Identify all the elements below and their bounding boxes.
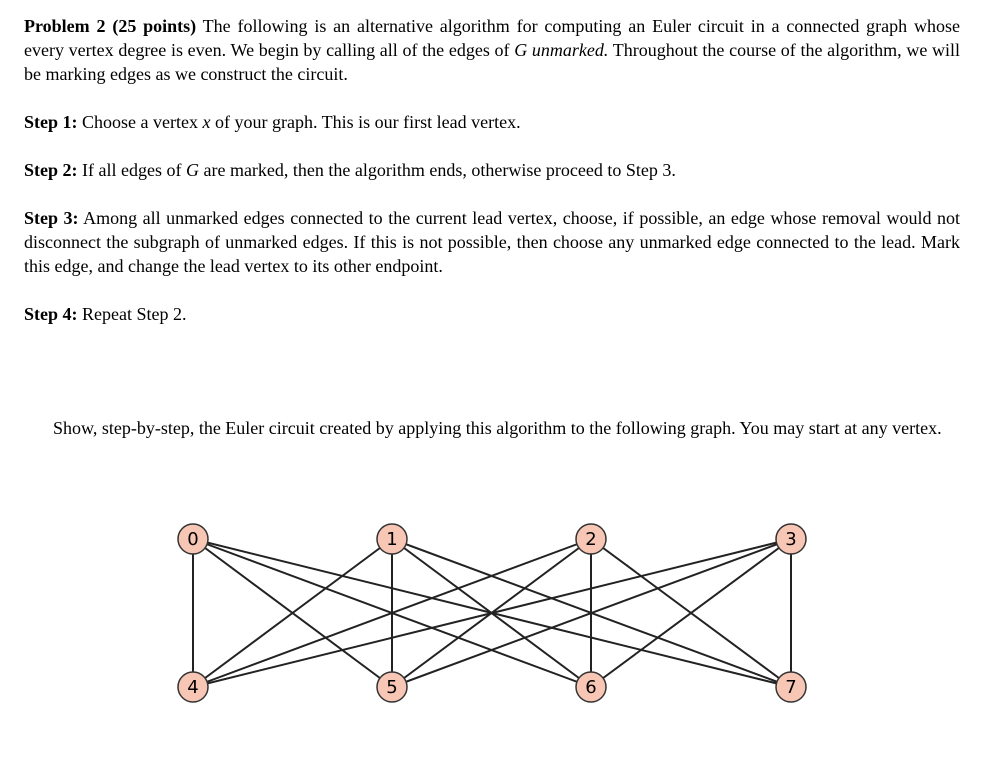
vertex-6: 6: [575, 671, 607, 703]
edge-2-4: [192, 538, 592, 688]
vertex-circle: [376, 523, 408, 555]
edge-3-5: [391, 538, 792, 688]
step-2-text-b: are marked, then the algorithm ends, oth…: [198, 160, 676, 180]
vertex-label: 2: [585, 529, 596, 550]
vertex-circle: [177, 523, 209, 555]
step-2-text-a: If all edges of: [77, 160, 186, 180]
vertex-2: 2: [575, 523, 607, 555]
step-2-var: G: [185, 160, 199, 180]
problem-heading: Problem 2 (25 points): [24, 16, 197, 36]
vertex-label: 1: [386, 529, 397, 550]
vertex-label: 4: [187, 677, 198, 698]
intro-var-g: G: [514, 40, 528, 60]
vertex-circle: [575, 523, 607, 555]
step-4-label: Step 4:: [24, 304, 78, 324]
problem-intro: Problem 2 (25 points) The following is a…: [24, 14, 960, 86]
task-prompt: Show, step-by-step, the Euler circuit cr…: [53, 418, 942, 438]
edge-3-6: [590, 538, 792, 688]
graph-vertices: 0 1 2 3 4 5 6 7: [177, 523, 807, 703]
intro-unmarked: unmarked.: [531, 40, 609, 60]
step-1-text-a: Choose a vertex: [77, 112, 203, 132]
graph-edges: [192, 538, 792, 688]
vertex-label: 5: [386, 677, 397, 698]
vertex-circle: [575, 671, 607, 703]
step-3: Step 3: Among all unmarked edges connect…: [24, 206, 960, 278]
vertex-circle: [177, 671, 209, 703]
step-4: Step 4: Repeat Step 2.: [24, 302, 960, 326]
vertex-label: 6: [585, 677, 596, 698]
vertex-circle: [775, 523, 807, 555]
vertex-circle: [775, 671, 807, 703]
vertex-1: 1: [376, 523, 408, 555]
step-4-text-a: Repeat Step 2.: [77, 304, 187, 324]
step-1-var: x: [202, 112, 211, 132]
edge-3-4: [192, 538, 792, 688]
edge-1-4: [192, 538, 393, 688]
step-1: Step 1: Choose a vertex x of your graph.…: [24, 110, 960, 134]
vertex-4: 4: [177, 671, 209, 703]
intro-text-1: The following is an alternative algorith…: [24, 16, 960, 60]
vertex-5: 5: [376, 671, 408, 703]
step-3-text-a: Among all unmarked edges connected to th…: [24, 208, 961, 276]
vertex-circle: [376, 671, 408, 703]
step-2-label: Step 2:: [24, 160, 78, 180]
vertex-label: 7: [785, 677, 796, 698]
step-1-text-b: of your graph. This is our first lead ve…: [210, 112, 521, 132]
intro-text-2: Throughout the course of the algorithm, …: [24, 40, 961, 84]
vertex-label: 3: [785, 529, 796, 550]
step-1-label: Step 1:: [24, 112, 78, 132]
vertex-label: 0: [187, 529, 198, 550]
problem-text: Problem 2 (25 points) The following is a…: [24, 14, 960, 326]
step-3-label: Step 3:: [24, 208, 79, 228]
vertex-3: 3: [775, 523, 807, 555]
step-2: Step 2: If all edges of G are marked, th…: [24, 158, 960, 182]
vertex-7: 7: [775, 671, 807, 703]
vertex-0: 0: [177, 523, 209, 555]
